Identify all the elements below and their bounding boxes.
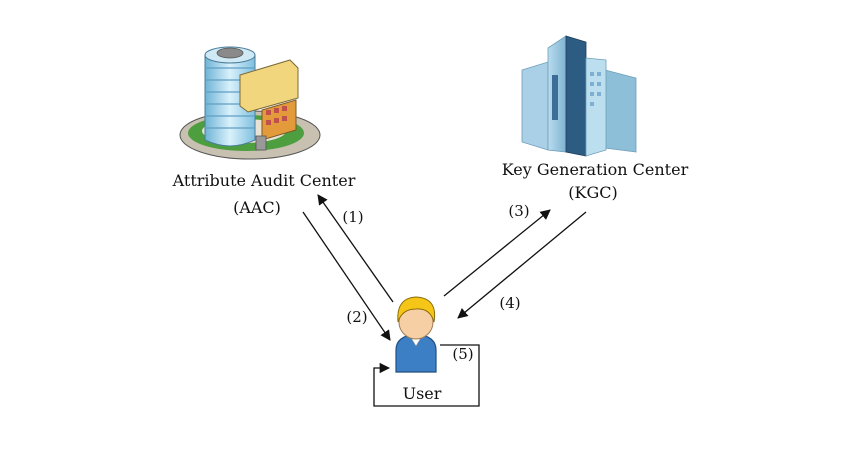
user-avatar-icon [395, 296, 437, 373]
step-label-3: (3) [508, 202, 529, 220]
step-label-5: (5) [452, 345, 473, 363]
arrow-step-4 [457, 211, 587, 319]
step-label-2: (2) [346, 308, 367, 326]
arrow-step-3 [443, 209, 551, 297]
office-building-icon [179, 46, 321, 160]
step-label-4: (4) [499, 294, 520, 312]
aac-abbr: (AAC) [233, 198, 281, 217]
user-label: User [403, 384, 442, 403]
arrow-step-1 [317, 194, 394, 303]
aac-name: Attribute Audit Center [172, 171, 356, 190]
arrow-step-5-loop [373, 344, 480, 407]
step-label-1: (1) [342, 208, 363, 226]
kgc-abbr: (KGC) [568, 183, 617, 202]
skyscraper-icon [521, 35, 637, 157]
arrow-step-2 [302, 211, 391, 341]
kgc-name: Key Generation Center [502, 160, 689, 179]
